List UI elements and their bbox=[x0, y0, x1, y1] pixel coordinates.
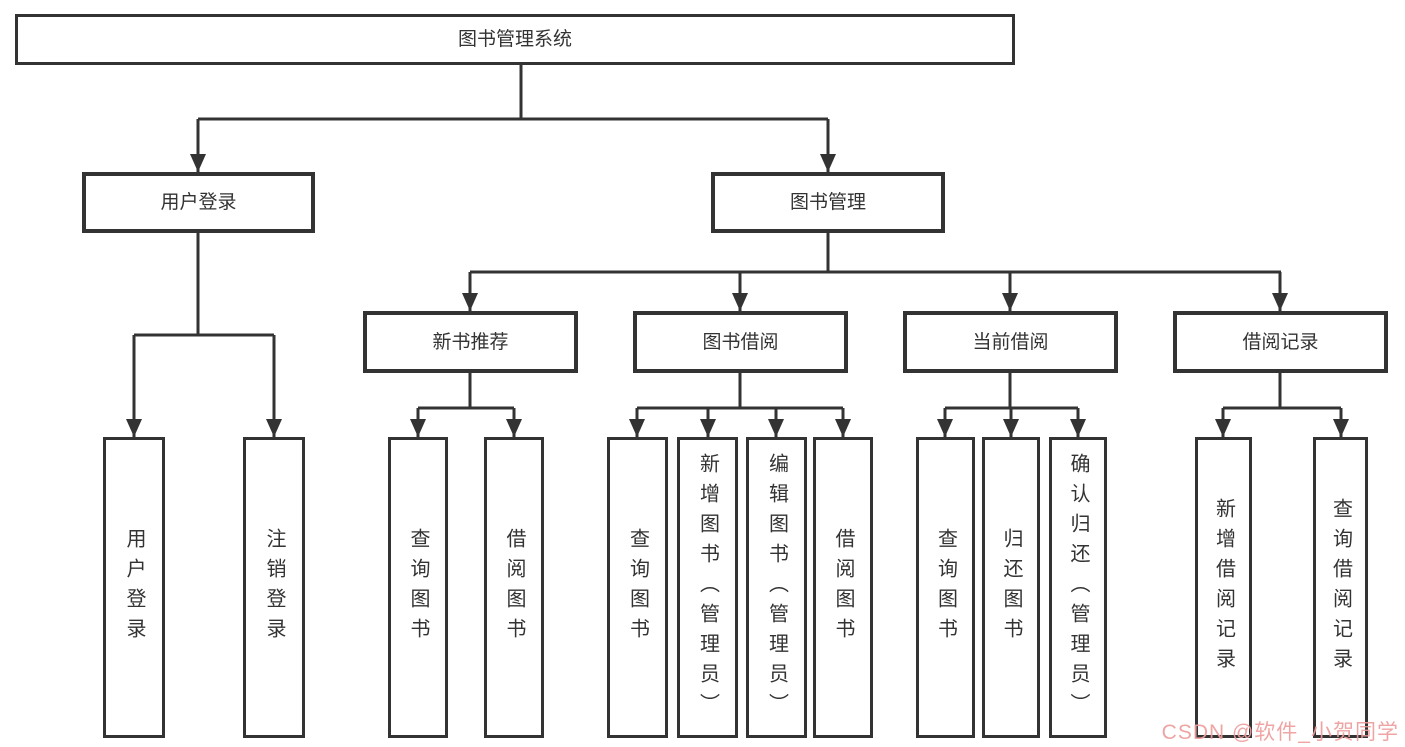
leaf-bb-borrow-books-label: 借阅图书 bbox=[832, 527, 854, 648]
leaf-bb-query-books: 查询图书 bbox=[607, 437, 668, 738]
edge-newbook-trunk bbox=[418, 373, 514, 410]
node-user-login: 用户登录 bbox=[82, 172, 315, 233]
edge-currentborrow-trunk bbox=[945, 373, 1078, 410]
leaf-bb-query-books-label: 查询图书 bbox=[626, 527, 649, 648]
node-book-borrow-label: 图书借阅 bbox=[702, 331, 779, 353]
leaf-br-add-record-label: 新增借阅记录 bbox=[1212, 497, 1235, 678]
node-new-book-rec: 新书推荐 bbox=[363, 311, 578, 373]
node-borrow-record: 借阅记录 bbox=[1173, 311, 1388, 373]
leaf-logout-label: 注销登录 bbox=[263, 527, 285, 648]
leaf-bb-edit-books-label: 编辑图书（管理员） bbox=[765, 452, 788, 723]
leaf-nb-query-books: 查询图书 bbox=[388, 437, 448, 738]
leaf-bb-borrow-books: 借阅图书 bbox=[813, 437, 873, 738]
leaf-user-login-label: 用户登录 bbox=[123, 527, 145, 648]
leaf-nb-borrow-books: 借阅图书 bbox=[484, 437, 544, 738]
leaf-br-add-record: 新增借阅记录 bbox=[1195, 437, 1252, 738]
leaf-cb-query-books: 查询图书 bbox=[916, 437, 975, 738]
edge-root-trunk bbox=[198, 65, 828, 121]
leaf-cb-return-books-label: 归还图书 bbox=[1000, 527, 1022, 648]
edge-bookborrow-trunk bbox=[637, 373, 843, 410]
leaf-user-login: 用户登录 bbox=[103, 437, 165, 738]
node-book-mgmt: 图书管理 bbox=[711, 172, 945, 233]
leaf-cb-confirm-return-label: 确认归还（管理员） bbox=[1067, 452, 1089, 723]
node-user-login-label: 用户登录 bbox=[160, 192, 237, 213]
leaf-br-query-record: 查询借阅记录 bbox=[1313, 437, 1368, 738]
node-borrow-record-label: 借阅记录 bbox=[1242, 331, 1319, 353]
leaf-bb-edit-books: 编辑图书（管理员） bbox=[746, 437, 807, 738]
watermark: CSDN @软件_小贺同学 bbox=[1161, 721, 1399, 744]
leaf-nb-borrow-books-label: 借阅图书 bbox=[503, 527, 525, 648]
leaf-bb-add-books: 新增图书（管理员） bbox=[677, 437, 738, 738]
edge-borrowrecord-trunk bbox=[1223, 373, 1341, 410]
edge-userlogin-trunk bbox=[134, 232, 274, 337]
node-book-mgmt-label: 图书管理 bbox=[789, 192, 866, 213]
leaf-logout: 注销登录 bbox=[243, 437, 305, 738]
node-current-borrow: 当前借阅 bbox=[903, 311, 1118, 373]
leaf-cb-return-books: 归还图书 bbox=[982, 437, 1040, 738]
node-book-borrow: 图书借阅 bbox=[633, 311, 848, 373]
leaf-nb-query-books-label: 查询图书 bbox=[407, 527, 429, 648]
node-new-book-rec-label: 新书推荐 bbox=[432, 331, 509, 353]
edge-bookmgmt-trunk bbox=[470, 232, 1281, 274]
leaf-cb-confirm-return: 确认归还（管理员） bbox=[1049, 437, 1107, 738]
node-current-borrow-label: 当前借阅 bbox=[972, 331, 1049, 353]
leaf-br-query-record-label: 查询借阅记录 bbox=[1329, 497, 1352, 678]
leaf-bb-add-books-label: 新增图书（管理员） bbox=[696, 452, 719, 723]
node-library-system-label: 图书管理系统 bbox=[457, 29, 572, 50]
node-library-system: 图书管理系统 bbox=[15, 14, 1015, 65]
leaf-cb-query-books-label: 查询图书 bbox=[934, 527, 957, 648]
